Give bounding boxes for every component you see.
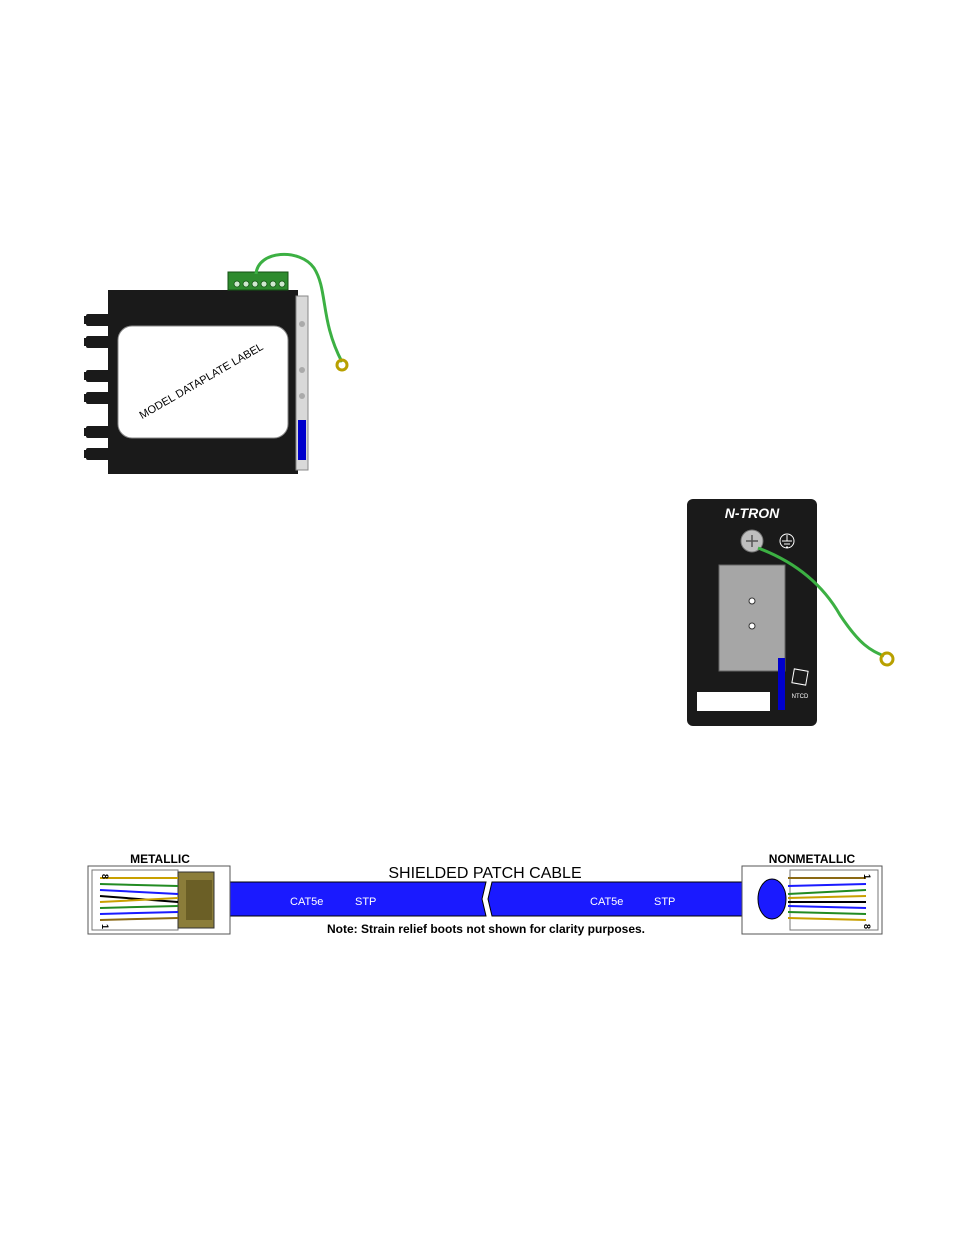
- right-nonmetallic-connector: 1 8: [741, 865, 883, 935]
- left-metallic-connector: 8 1: [87, 865, 231, 935]
- ring-terminal-front: [879, 651, 895, 667]
- print-left-stp: STP: [355, 896, 376, 908]
- patch-cable-diagram: 8 1 METALLIC 1 8 NONMETALLIC SHIELDE: [87, 852, 883, 936]
- ground-wire-front: [757, 546, 885, 658]
- ntron-logo: N-TRON: [725, 505, 780, 521]
- front-view-unit: N-TRON NTCD: [687, 499, 895, 726]
- metallic-label: METALLIC: [130, 852, 190, 866]
- right-pin-8: 8: [862, 924, 872, 929]
- cable-segment-right: [487, 881, 743, 917]
- print-left-cat: CAT5e: [290, 896, 323, 908]
- dataplate-label-area: [117, 325, 289, 439]
- terminal-screws: [233, 280, 286, 288]
- front-label-area: [697, 692, 770, 711]
- print-right-cat: CAT5e: [590, 896, 623, 908]
- front-blue-latch: [778, 658, 785, 710]
- left-pin-1: 1: [100, 924, 110, 929]
- ntcd-text: NTCD: [792, 694, 809, 700]
- ground-wire-side: [254, 253, 344, 363]
- nonmetallic-label: NONMETALLIC: [769, 852, 856, 866]
- bnc-connectors: [84, 314, 110, 460]
- right-pin-1: 1: [862, 874, 872, 879]
- left-pin-8: 8: [100, 874, 110, 879]
- ntcd-badge: NTCD: [791, 668, 809, 700]
- print-right-stp: STP: [654, 896, 675, 908]
- cable-title: SHIELDED PATCH CABLE: [388, 865, 581, 882]
- front-din-plate: [718, 564, 786, 672]
- cable-note: Note: Strain relief boots not shown for …: [327, 922, 645, 936]
- ground-icon: [779, 533, 795, 549]
- din-blue-latch: [298, 420, 306, 460]
- side-view-unit: MODEL DATAPLATE LABEL: [84, 253, 349, 474]
- ring-terminal-side: [335, 358, 349, 372]
